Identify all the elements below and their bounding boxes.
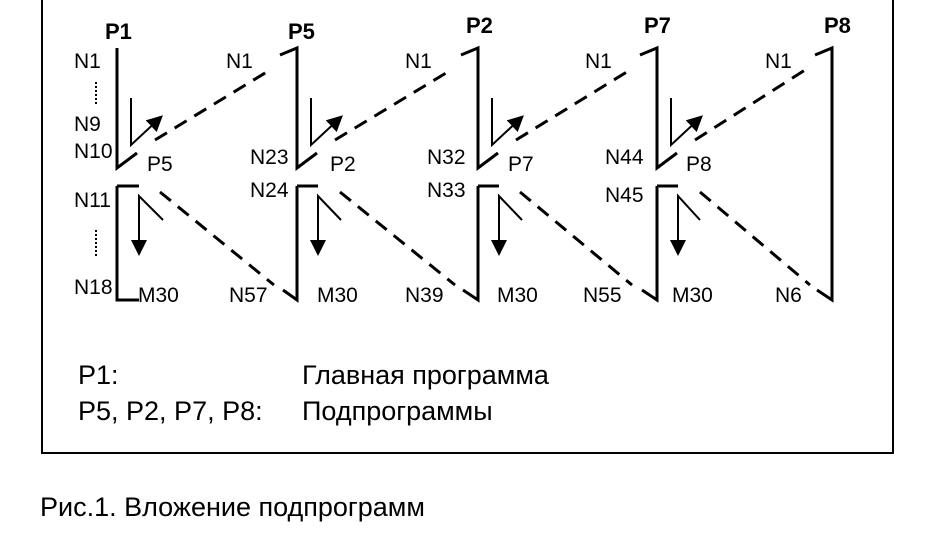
- p1-lower-line: [115, 186, 139, 302]
- p8-label-n1: N1: [765, 50, 792, 73]
- call-line-p5-p2: [334, 68, 452, 142]
- program-header-p7: P7: [644, 13, 671, 38]
- call-line-p1-p5: [154, 68, 271, 142]
- program-header-p1: P1: [105, 19, 132, 44]
- p2-call-arrow: [491, 98, 524, 148]
- program-header-p5: P5: [288, 19, 315, 44]
- p1-label-n10: N10: [74, 140, 113, 163]
- return-target-n6: N6: [775, 284, 802, 307]
- p5-upper-line: [279, 45, 318, 171]
- legend-main-key: P1:: [78, 360, 119, 390]
- p7-call-arrow: [670, 98, 703, 148]
- p7-return-arrow: [670, 193, 701, 256]
- p5-label-n1: N1: [226, 50, 253, 73]
- return-line-p2-p5: [339, 190, 456, 287]
- return-target-n55: N55: [583, 284, 622, 307]
- p1-upper-line: [115, 48, 138, 171]
- p7-upper-line: [639, 45, 678, 171]
- p2-upper-line: [460, 45, 499, 171]
- return-line-p8-p7: [699, 190, 811, 287]
- legend-sub-key: P5, P2, P7, P8:: [78, 396, 263, 426]
- p5-return-arrow: [310, 193, 342, 256]
- diagram-frame: [41, 0, 894, 454]
- p2-label-n1: N1: [405, 50, 432, 73]
- p7-label-n1: N1: [585, 50, 612, 73]
- legend-main-value: Главная программа: [302, 360, 550, 390]
- call-label-p7: P7: [508, 153, 534, 176]
- legend-sub-value: Подпрограммы: [302, 396, 493, 426]
- return-block-n33: N33: [427, 179, 466, 202]
- return-target-n39: N39: [405, 284, 444, 307]
- program-header-p8: P8: [824, 13, 851, 38]
- p1-label-n18: N18: [74, 276, 113, 299]
- p5-call-arrow: [310, 98, 343, 148]
- call-block-n32: N32: [427, 146, 466, 169]
- p2-lower-line: [462, 186, 480, 303]
- figure-caption: Рис.1. Вложение подпрограмм: [40, 492, 425, 522]
- call-block-n23: N23: [250, 146, 289, 169]
- program-header-p2: P2: [466, 13, 493, 38]
- call-label-p2: P2: [330, 153, 356, 176]
- p5-lower-line: [282, 186, 299, 303]
- call-label-p8: P8: [686, 153, 712, 176]
- p1-label-n11: N11: [74, 189, 111, 212]
- p1-call-arrow: [130, 98, 163, 148]
- return-line-p7-p2: [519, 190, 633, 287]
- p7-lower-line: [641, 186, 659, 303]
- return-block-n45: N45: [605, 184, 644, 207]
- p1-return-arrow: [131, 193, 164, 256]
- end-label-m30-2: M30: [317, 284, 358, 307]
- p1-label-n9: N9: [74, 113, 101, 136]
- p2-return-arrow: [491, 193, 523, 256]
- return-target-n57: N57: [229, 284, 268, 307]
- p8-line: [814, 45, 834, 303]
- call-block-n44: N44: [605, 146, 644, 169]
- p1-label-n1: N1: [74, 50, 101, 73]
- end-label-m30-4: M30: [672, 284, 713, 307]
- end-label-m30-3: M30: [497, 284, 538, 307]
- end-label-m30-1: M30: [138, 284, 179, 307]
- call-line-p2-p7: [515, 68, 631, 142]
- call-line-p7-p8: [694, 68, 806, 142]
- return-line-p5-p1: [159, 190, 275, 287]
- call-label-p5: P5: [147, 153, 173, 176]
- return-block-n24: N24: [250, 179, 289, 202]
